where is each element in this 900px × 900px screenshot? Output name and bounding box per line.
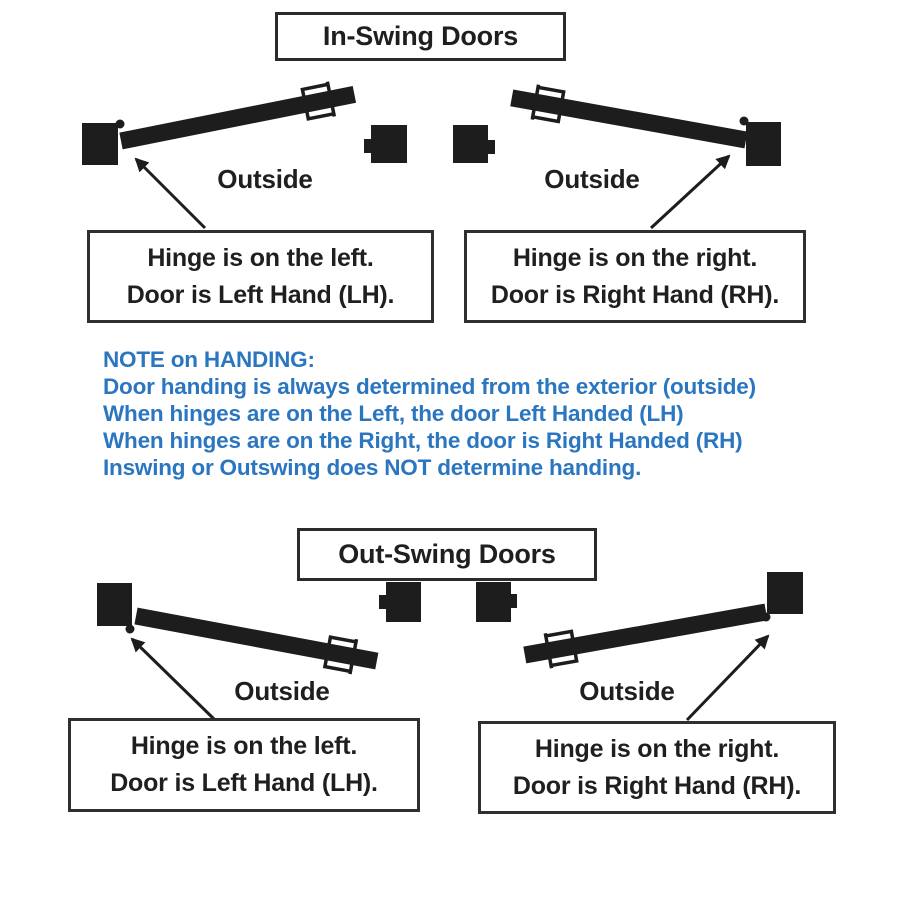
door-slab xyxy=(119,86,357,150)
inswing-strike-jamb-left xyxy=(364,125,407,163)
hinge-pointer-arrow-inswing-left xyxy=(134,157,207,230)
door-right-hand-line: Door is Right Hand (RH). xyxy=(512,771,802,800)
door-slab xyxy=(523,603,768,664)
hinge-pin xyxy=(125,624,135,634)
hinge-jamb xyxy=(82,123,118,165)
strike-notch xyxy=(509,594,517,608)
hinge-pointer-arrow-inswing-right xyxy=(649,154,731,230)
hinge-pin xyxy=(739,116,749,126)
note-line: Door handing is always determined from t… xyxy=(103,374,756,399)
door-slab xyxy=(134,607,379,670)
door-left-hand-line: Door is Left Hand (LH). xyxy=(126,280,395,309)
outswing-strike-jamb-left xyxy=(379,582,421,622)
hinge-pointer-arrow-outswing-left xyxy=(130,637,216,721)
outswing-strike-jamb-right xyxy=(476,582,517,622)
right-hand-info-box-outswing: Hinge is on the right. Door is Right Han… xyxy=(478,721,836,814)
note-line: When hinges are on the Right, the door i… xyxy=(103,428,743,453)
inswing-strike-jamb-right xyxy=(453,125,495,163)
left-hand-info-box-inswing: Hinge is on the left. Door is Left Hand … xyxy=(87,230,434,323)
out-swing-title: Out-Swing Doors xyxy=(338,539,556,569)
inswing-left-door-group xyxy=(82,81,357,165)
hinge-right-line: Hinge is on the right. xyxy=(534,734,780,763)
hinge-jamb xyxy=(97,583,132,626)
hinge-jamb xyxy=(746,122,781,166)
outswing-left-door-group xyxy=(97,583,379,675)
hinge-pointer-arrow-outswing-right xyxy=(685,634,770,722)
handing-note: NOTE on HANDING: Door handing is always … xyxy=(103,346,756,481)
hinge-left-line: Hinge is on the left. xyxy=(130,732,358,760)
strike-notch xyxy=(364,139,372,153)
door-slab xyxy=(510,89,748,149)
outswing-right-door-group xyxy=(523,572,803,669)
in-swing-title-box: In-Swing Doors xyxy=(275,12,566,61)
door-left-hand-line: Door is Left Hand (LH). xyxy=(110,769,378,797)
out-swing-title-box: Out-Swing Doors xyxy=(297,528,597,581)
outside-label-outswing-left: Outside xyxy=(234,676,330,706)
latch-bracket-icon xyxy=(322,635,359,675)
in-swing-title: In-Swing Doors xyxy=(322,21,519,51)
left-hand-info-box-outswing: Hinge is on the left. Door is Left Hand … xyxy=(68,718,420,812)
outside-label-inswing-right: Outside xyxy=(544,164,640,194)
hinge-right-line: Hinge is on the right. xyxy=(512,243,758,272)
latch-bracket-icon xyxy=(543,629,579,669)
strike-notch xyxy=(379,595,387,609)
hinge-jamb xyxy=(767,572,803,614)
latch-bracket-icon xyxy=(300,81,337,121)
door-right-hand-line: Door is Right Hand (RH). xyxy=(490,280,780,309)
hinge-left-line: Hinge is on the left. xyxy=(147,243,374,272)
right-hand-info-box-inswing: Hinge is on the right. Door is Right Han… xyxy=(464,230,806,323)
latch-bracket-icon xyxy=(530,84,566,124)
inswing-right-door-group xyxy=(510,84,781,166)
strike-notch xyxy=(487,140,495,154)
note-heading: NOTE on HANDING: xyxy=(103,347,315,372)
hinge-pin xyxy=(115,119,125,129)
note-line: When hinges are on the Left, the door Le… xyxy=(103,401,684,426)
outside-label-inswing-left: Outside xyxy=(217,164,313,194)
outside-label-outswing-right: Outside xyxy=(579,676,675,706)
note-line: Inswing or Outswing does NOT determine h… xyxy=(103,455,642,480)
